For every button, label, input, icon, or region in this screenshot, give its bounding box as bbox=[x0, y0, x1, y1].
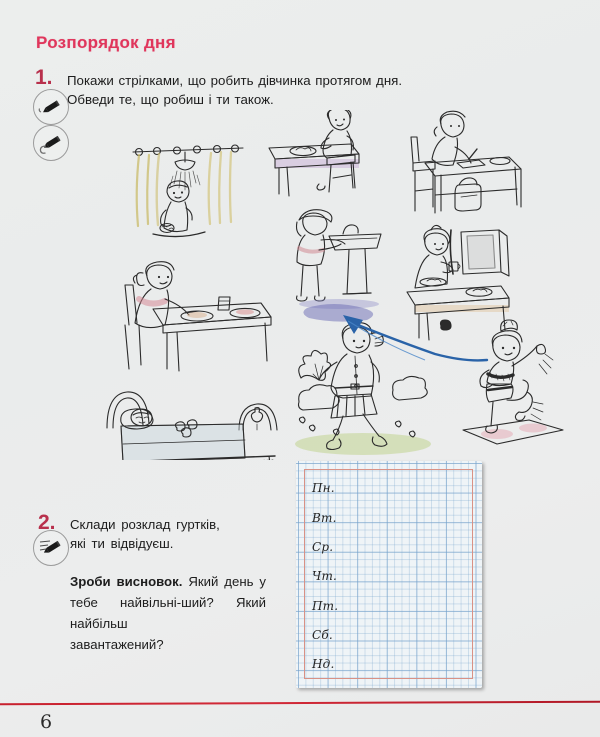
pencil-icon bbox=[33, 530, 69, 566]
weekday-row-saturday: Сб. bbox=[312, 628, 333, 642]
student-drawn-blue-arrow bbox=[303, 304, 489, 362]
girl-washing-at-sink-drawing bbox=[295, 209, 382, 309]
task-1-instruction: Покажи стрілками, що робить дівчинка про… bbox=[67, 71, 517, 109]
task-1-line-2: Обведи те, що робиш і ти також. bbox=[67, 92, 274, 107]
conclusion-text: Який день у тебе найвільні-ший? Який най… bbox=[70, 574, 266, 631]
task-1-number: 1. bbox=[35, 66, 53, 89]
weekday-row-wednesday: Ср. bbox=[312, 540, 334, 554]
girl-doing-homework-drawing bbox=[410, 110, 522, 214]
weekday-row-sunday: Нд. bbox=[312, 657, 335, 671]
girl-walking-outdoors-drawing bbox=[295, 322, 431, 455]
girl-exercising-on-mat-drawing bbox=[462, 319, 564, 445]
page-number: 6 bbox=[40, 711, 53, 733]
task-2-instruction: Склади розклад гуртків, які ти відвідуєш… bbox=[70, 515, 270, 553]
pencil-icon bbox=[33, 125, 69, 161]
weekday-row-tuesday: Вт. bbox=[312, 511, 337, 525]
girl-sleeping-in-bed-drawing bbox=[106, 391, 278, 460]
daily-routine-illustrations bbox=[95, 110, 565, 460]
task-1-line-1: Покажи стрілками, що робить дівчинка про… bbox=[67, 73, 403, 88]
task-2-line-2: які ти відвідуєш. bbox=[70, 536, 174, 551]
conclusion-prompt: Зроби висновок. Який день у тебе найвіль… bbox=[70, 571, 266, 655]
footer-rule bbox=[0, 700, 600, 706]
task-2-number: 2. bbox=[38, 511, 56, 534]
graph-paper-background bbox=[296, 461, 482, 688]
weekday-row-monday: Пн. bbox=[312, 481, 335, 495]
pencil-icon bbox=[33, 89, 69, 125]
girl-eating-at-table-drawing bbox=[124, 261, 272, 372]
girl-having-meal-by-window-drawing bbox=[406, 224, 510, 341]
girl-eating-breakfast-drawing bbox=[268, 110, 360, 197]
page-title: Розпорядок дня bbox=[36, 33, 176, 52]
illustration-canvas bbox=[106, 110, 564, 460]
task-2-line-1: Склади розклад гуртків, bbox=[70, 517, 220, 532]
schedule-table-border bbox=[304, 469, 473, 679]
schedule-table[interactable]: Пн. Вт. Ср. Чт. Пт. Сб. Нд. bbox=[296, 461, 482, 688]
conclusion-last-line: завантажений? bbox=[70, 637, 164, 652]
weekday-row-thursday: Чт. bbox=[312, 569, 338, 583]
girl-taking-shower-drawing bbox=[132, 144, 244, 238]
weekday-row-friday: Пт. bbox=[312, 599, 339, 613]
conclusion-label: Зроби висновок. bbox=[70, 574, 183, 589]
